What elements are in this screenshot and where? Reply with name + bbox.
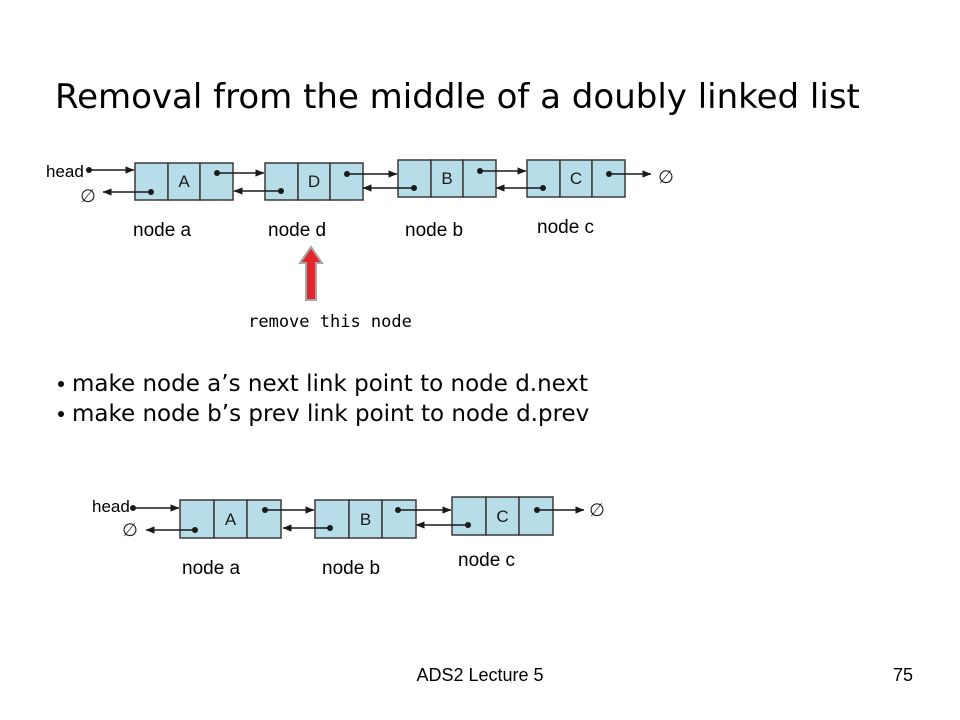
link-b-next xyxy=(395,506,452,514)
bullet-marker xyxy=(58,411,64,417)
node-a: A xyxy=(134,162,234,201)
list-after: head ∅ A B xyxy=(92,496,605,579)
head-label: head xyxy=(46,162,84,181)
node-label-a: node a xyxy=(133,220,192,241)
next-cell xyxy=(518,496,554,536)
prev-cell xyxy=(264,162,299,201)
prev-cell xyxy=(526,159,561,198)
prev-cell xyxy=(179,499,215,539)
node-label-c: node c xyxy=(458,550,515,571)
link-b-next xyxy=(477,167,527,175)
bullet-item: make node b’s prev link point to node d.… xyxy=(56,399,589,429)
bullet-marker xyxy=(58,381,64,387)
node-c: C xyxy=(526,159,626,198)
next-cell xyxy=(199,162,234,201)
prev-cell xyxy=(397,159,432,198)
bullet-text: make node b’s prev link point to node d.… xyxy=(72,401,590,427)
link-c-prev xyxy=(415,521,471,529)
data-cell xyxy=(297,162,331,201)
link-c-next xyxy=(534,506,585,514)
node-data-value: D xyxy=(308,172,320,191)
link-a-next xyxy=(262,506,315,514)
link-a-prev xyxy=(102,188,154,196)
node-label-a: node a xyxy=(182,558,241,579)
node-data-value: C xyxy=(496,507,508,526)
node-data-value: B xyxy=(441,169,452,188)
head-pointer xyxy=(130,504,180,512)
prev-cell xyxy=(451,496,487,536)
remove-indicator-arrow xyxy=(298,245,324,301)
data-cell xyxy=(213,499,248,539)
footer-lecture: ADS2 Lecture 5 xyxy=(416,665,544,685)
node-label-b: node b xyxy=(405,220,463,241)
node-label-d: node d xyxy=(268,220,326,241)
bullet-item: make node a’s next link point to node d.… xyxy=(56,369,589,399)
next-cell xyxy=(462,159,497,198)
link-b-prev xyxy=(282,524,333,532)
link-a-next xyxy=(214,169,265,177)
node-d: D xyxy=(264,162,364,201)
node-b: B xyxy=(314,499,417,539)
node-data-value: B xyxy=(360,510,371,529)
node-c: C xyxy=(451,496,554,536)
footer-page-number: 75 xyxy=(892,665,914,685)
link-b-prev xyxy=(362,184,417,192)
node-label-c: node c xyxy=(537,217,594,238)
list-before: head ∅ A D xyxy=(46,159,674,332)
next-cell xyxy=(381,499,417,539)
link-c-next xyxy=(606,170,652,178)
node-data-value: A xyxy=(178,172,190,191)
bullet-list: make node a’s next link point to node d.… xyxy=(56,369,589,429)
link-c-prev xyxy=(495,184,546,192)
prev-cell xyxy=(314,499,350,539)
link-d-prev xyxy=(233,187,284,195)
head-label: head xyxy=(92,497,130,516)
link-d-next xyxy=(344,170,398,178)
head-pointer xyxy=(86,166,135,174)
link-a-prev xyxy=(145,526,198,534)
bullet-text: make node a’s next link point to node d.… xyxy=(72,371,589,397)
next-cell xyxy=(246,499,282,539)
data-cell xyxy=(348,499,383,539)
slide-title: Removal from the middle of a doubly link… xyxy=(55,77,860,117)
node-label-b: node b xyxy=(322,558,380,579)
null-symbol-left: ∅ xyxy=(80,186,96,207)
next-cell xyxy=(591,159,626,198)
node-data-value: A xyxy=(225,510,237,529)
null-symbol-left: ∅ xyxy=(122,520,138,541)
null-symbol-right: ∅ xyxy=(658,167,674,188)
null-symbol-right: ∅ xyxy=(589,500,605,521)
remove-annotation: remove this node xyxy=(248,312,412,332)
node-b: B xyxy=(397,159,497,198)
next-cell xyxy=(329,162,364,201)
node-data-value: C xyxy=(570,169,582,188)
